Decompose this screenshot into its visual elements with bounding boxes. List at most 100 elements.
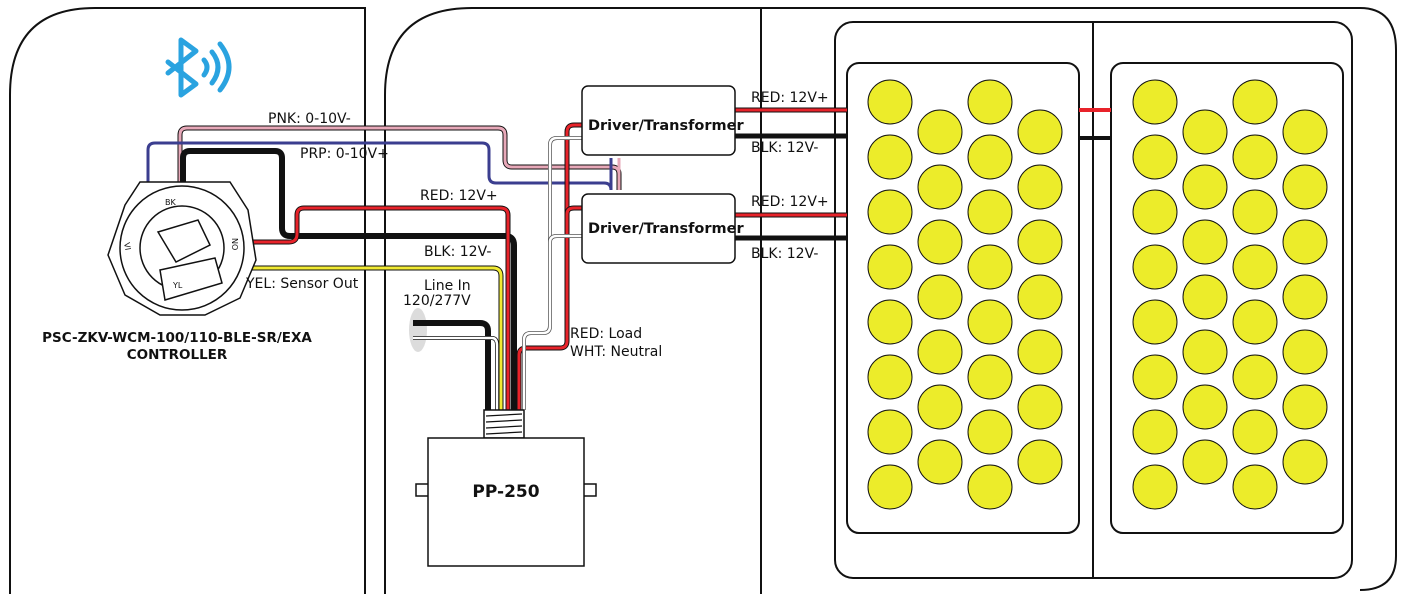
driver-box-2: Driver/Transformer (581, 193, 744, 264)
led-diode (1017, 384, 1063, 430)
led-diode (1282, 219, 1328, 265)
led-diode (1132, 134, 1178, 180)
led-diode (1132, 464, 1178, 510)
led-diode (867, 79, 913, 125)
led-diode (1017, 219, 1063, 265)
led-diode (967, 189, 1013, 235)
led-diode (967, 134, 1013, 180)
led-diode (1182, 439, 1228, 485)
led-diode (867, 409, 913, 455)
led-diode (1282, 164, 1328, 210)
led-diode (1232, 189, 1278, 235)
led-array-left (867, 79, 1063, 510)
led-diode (1017, 274, 1063, 320)
dimming-taps (609, 158, 621, 190)
led-diode (1232, 134, 1278, 180)
led-diode (867, 189, 913, 235)
led-diode (917, 219, 963, 265)
led-diode (1132, 189, 1178, 235)
led-diode (1232, 409, 1278, 455)
led-diode (1182, 329, 1228, 375)
label-wht-neutral: WHT: Neutral (570, 344, 662, 360)
controller-knob (156, 219, 211, 263)
power-pack-label: PP-250 (472, 482, 539, 502)
led-diode (1232, 244, 1278, 290)
led-diode (967, 409, 1013, 455)
led-diode (1282, 439, 1328, 485)
panel-controller (9, 7, 366, 594)
led-diode (917, 329, 963, 375)
wire-purple (146, 141, 613, 225)
led-diode (1182, 384, 1228, 430)
svg-text:NO: NO (230, 238, 239, 250)
wire-pink (177, 125, 622, 205)
driver-1-label: Driver/Transformer (588, 118, 744, 134)
led-diode (1282, 329, 1328, 375)
led-diode (1182, 219, 1228, 265)
label-red-load: RED: Load (570, 326, 642, 342)
led-diode (1132, 409, 1178, 455)
led-diode (1132, 79, 1178, 125)
led-diode (867, 299, 913, 345)
label-driver-1-neg: BLK: 12V- (751, 140, 818, 156)
led-diode (1017, 109, 1063, 155)
led-diode (967, 299, 1013, 345)
led-diode (1017, 329, 1063, 375)
panel-frames (9, 7, 1397, 594)
led-diode (1182, 274, 1228, 320)
led-diode (1232, 299, 1278, 345)
bluetooth-icon (165, 37, 232, 98)
led-diode (1182, 109, 1228, 155)
led-diode (917, 274, 963, 320)
wire-line-in (409, 308, 499, 410)
label-red: RED: 12V+ (420, 188, 498, 204)
led-diode (867, 134, 913, 180)
led-diode (917, 439, 963, 485)
controller-name-line2: CONTROLLER (127, 347, 228, 363)
led-diode (967, 244, 1013, 290)
wire-load-red (516, 122, 588, 410)
led-diode (1132, 244, 1178, 290)
led-diode (1232, 464, 1278, 510)
sensor-controller: VI NO BK YL (107, 181, 257, 316)
label-pnk: PNK: 0-10V- (268, 111, 351, 127)
led-diode (1282, 274, 1328, 320)
wire-load-white (522, 136, 588, 410)
svg-text:BK: BK (165, 198, 176, 207)
controller-name-line1: PSC-ZKV-WCM-100/110-BLE-SR/EXA (42, 330, 312, 346)
led-diode (1182, 164, 1228, 210)
label-driver-1-pos: RED: 12V+ (751, 90, 829, 106)
led-diode (1132, 354, 1178, 400)
led-diode (1017, 439, 1063, 485)
led-diode (967, 79, 1013, 125)
wire-red-main (200, 205, 511, 410)
controller-bracket (159, 257, 223, 301)
label-prp: PRP: 0-10V+ (300, 146, 389, 162)
led-diode (967, 354, 1013, 400)
led-diode (1282, 109, 1328, 155)
label-yel: YEL: Sensor Out (245, 276, 359, 292)
led-panel-right (1110, 62, 1344, 534)
led-diode (867, 244, 913, 290)
label-driver-2-neg: BLK: 12V- (751, 246, 818, 262)
led-array-right (1132, 79, 1328, 510)
led-diode (1282, 384, 1328, 430)
power-pack: PP-250 (415, 409, 597, 567)
led-diode (867, 354, 913, 400)
led-diode (1132, 299, 1178, 345)
label-driver-2-pos: RED: 12V+ (751, 194, 829, 210)
label-blk: BLK: 12V- (424, 244, 491, 260)
led-diode (1232, 79, 1278, 125)
svg-text:YL: YL (172, 281, 183, 290)
driver-box-1: Driver/Transformer (581, 85, 744, 156)
led-diode (917, 164, 963, 210)
led-panel-left (846, 62, 1080, 534)
led-diode (967, 464, 1013, 510)
led-diode (1232, 354, 1278, 400)
label-line-in-2: 120/277V (403, 293, 471, 309)
label-line-in-1: Line In (424, 278, 471, 294)
led-fixture (834, 21, 1353, 579)
panel-power (384, 7, 1397, 594)
driver-outputs (735, 107, 847, 241)
